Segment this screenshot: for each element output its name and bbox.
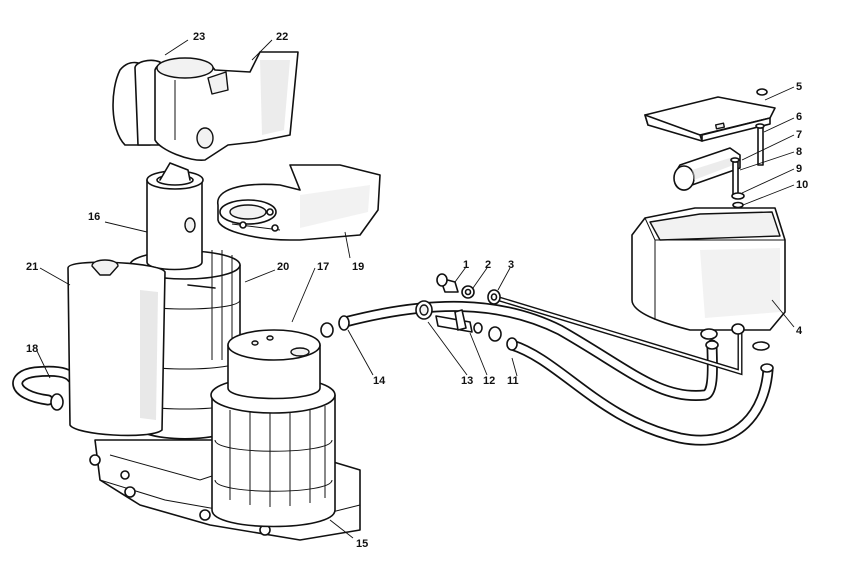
- callout-14: 14: [373, 375, 386, 387]
- callout-labels: 23 22 16 21 18 20 17 19 14 15 1 2 3 13 1…: [26, 31, 808, 550]
- callout-5: 5: [796, 81, 802, 93]
- callout-10: 10: [796, 179, 808, 191]
- callout-4: 4: [796, 325, 803, 337]
- callout-1: 1: [463, 259, 469, 271]
- air-duct-upper: [112, 51, 299, 161]
- callout-3: 3: [508, 259, 514, 271]
- air-filter-housing: [210, 329, 336, 528]
- callout-23: 23: [193, 31, 205, 43]
- callout-2: 2: [485, 259, 491, 271]
- callout-17: 17: [317, 261, 329, 273]
- heat-shield-21: [67, 259, 166, 437]
- callout-19: 19: [352, 261, 364, 273]
- callout-22: 22: [276, 31, 288, 43]
- clamp-18: [50, 393, 64, 411]
- callout-7: 7: [796, 129, 802, 141]
- callout-16: 16: [88, 211, 100, 223]
- callout-9: 9: [796, 163, 802, 175]
- callout-11: 11: [507, 375, 519, 387]
- hose-group: [12, 295, 774, 446]
- callout-20: 20: [277, 261, 289, 273]
- callout-18: 18: [26, 343, 38, 355]
- battery-assembly: [631, 88, 786, 351]
- callout-13: 13: [461, 375, 473, 387]
- air-duct-19: [217, 164, 381, 241]
- fittings: [320, 273, 502, 342]
- leader-lines: [36, 39, 795, 539]
- callout-8: 8: [796, 146, 802, 158]
- callout-6: 6: [796, 111, 802, 123]
- callout-12: 12: [483, 375, 495, 387]
- callout-21: 21: [26, 261, 38, 273]
- callout-15: 15: [356, 538, 368, 550]
